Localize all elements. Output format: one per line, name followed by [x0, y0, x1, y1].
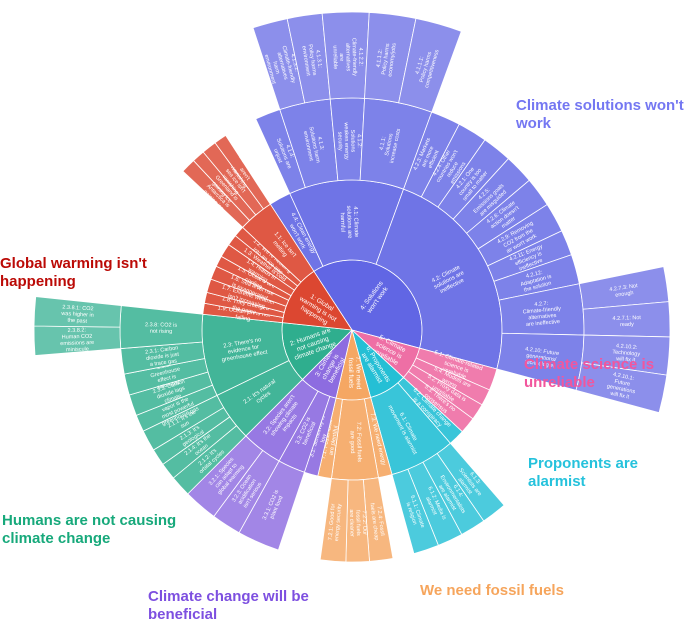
category-label-not-happening: Global warming isn't happening [0, 255, 147, 291]
category-label-proponents-alarmist: Proponents are alarmist [528, 455, 639, 491]
category-label-climate-science: Climate science is unreliable [524, 356, 655, 392]
sunburst-segment[interactable] [321, 11, 370, 100]
category-label-humans-not-causing: Humans are not causing climate change [2, 512, 177, 548]
sunburst-segment[interactable] [214, 135, 271, 210]
sunburst-segment[interactable] [119, 305, 204, 349]
sunburst-segment[interactable] [319, 478, 349, 563]
sunburst-segment[interactable] [575, 362, 668, 413]
category-label-fossil-fuels: We need fossil fuels [420, 582, 564, 599]
category-label-climate-solutions: Climate solutions won't work [516, 97, 684, 133]
category-label-beneficial: Climate change will be beneficial [148, 588, 309, 624]
sunburst-segment[interactable] [33, 325, 122, 356]
sunburst-segment[interactable] [33, 296, 122, 328]
